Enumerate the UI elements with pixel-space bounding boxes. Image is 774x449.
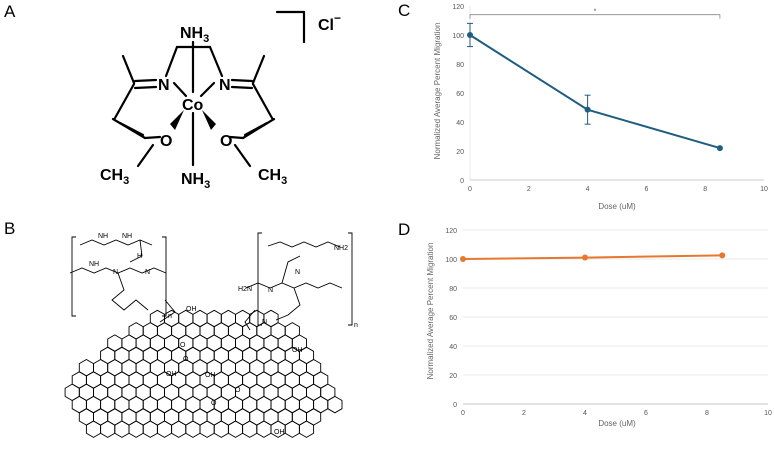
pei-amine-label-7: N [295,269,300,276]
chart-d-data-point [460,256,466,262]
graphene-hexagon [327,395,343,414]
chart-c-ytick-label: 40 [456,120,464,127]
epoxy-o-4: O [180,342,186,349]
chart-c-data-point [467,32,473,38]
chart-c-xtick-label: 10 [760,186,768,193]
panel-label-a: A [4,2,16,21]
chart-d-xtick-label: 10 [764,410,772,417]
chart-d-xtick-label: 6 [644,410,648,417]
chart-c-ytick-label: 0 [460,178,464,185]
nh3-top-label: NH3 [180,25,209,45]
chart-c-xtick-label: 8 [703,186,707,193]
oh-group-3: OH [166,371,177,378]
graphene-hexagon [298,420,315,438]
graphene-hex-lattice [64,309,343,438]
epoxy-o-2: O [235,387,241,394]
ch3-right-label: CH3 [258,167,287,187]
nh3-bottom-label: NH3 [181,171,210,191]
chloride-label: Cl− [318,11,341,34]
epoxy-o-1: O [183,356,189,363]
pei-amine-label-10: H2N [238,286,252,293]
pei-amine-label-1: NH [98,233,108,240]
pei-subscript-n-right: n [354,322,358,329]
chart-d-data-point [582,254,588,261]
chart-c-xtick-label: 2 [527,186,531,193]
pei-amine-label-6: N [145,269,150,276]
chart-c-ytick-label: 100 [452,33,464,40]
n-left-label: N [158,77,170,94]
chart-d-xtick-label: 0 [461,410,465,417]
chart-d-xlabel: Dose (uM) [598,419,636,428]
epoxy-o-3: O [211,400,217,407]
pei-amine-label-5: N [113,269,118,276]
chart-c-ytick-label: 120 [452,4,464,11]
chart-d-ytick-label: 20 [449,373,457,380]
n-right-label: N [219,77,231,94]
oh-group-4: OH [205,372,216,379]
ch3-left-label: CH3 [100,167,129,187]
chart-c-xlabel: Dose (uM) [598,202,636,211]
chart-d-series-line [462,254,723,260]
chart-d-ylabel: Normalized Average Percent Migration [426,243,435,380]
pei-amine-label-3: NH [89,261,99,268]
chart-c-ytick-label: 60 [456,91,464,98]
chart-c-xtick-label: 6 [644,186,648,193]
chart-d-ytick-label: 120 [445,228,457,235]
o-right-label: O [220,133,232,150]
pei-amine-label-11: N [262,319,267,326]
chart-c-data-point [716,145,723,152]
pei-amine-label-2: NH [122,233,132,240]
chart-c-ytick-label: 80 [456,62,464,69]
chart-c-data-point [584,106,591,113]
chart-c-ylabel: Normalized Average Percent Migration [433,23,442,160]
chart-d-xtick-label: 4 [583,410,587,417]
chart-c-xtick-label: 4 [586,186,590,193]
oh-group-1: OH [186,306,197,313]
chart-d-data-point [719,252,726,259]
chart-c-significance-star: * [594,9,597,16]
chart-d-xtick-label: 8 [705,410,709,417]
o-left-label: O [160,133,172,150]
chart-d-ytick-label: 100 [445,257,457,264]
chart-c-ytick-label: 20 [456,149,464,156]
chart-c-significance-bracket [469,14,721,19]
oh-group-2: OH [292,347,303,354]
wedge-bond-right [202,110,216,130]
wedge-bond-left [170,110,184,130]
pei-amine-label-4: H [137,253,142,260]
pei-amine-label-8: N [268,287,273,294]
panel-label-d: D [398,220,411,239]
pei-amine-label-9: NH2 [334,245,348,252]
pei-subscript-n-left: n [168,313,172,320]
chart-d-ytick-label: 80 [449,286,457,293]
panel-label-c: C [398,1,411,20]
co-label: Co [182,97,204,114]
chart-d-ytick-label: 40 [449,344,457,351]
chart-d-ytick-label: 60 [449,315,457,322]
oh-group-5: OH [274,429,285,436]
panel-label-b: B [4,219,16,238]
chart-d-xtick-label: 2 [522,410,526,417]
chart-c-xtick-label: 0 [468,186,472,193]
chart-d-ytick-label: 0 [453,402,457,409]
